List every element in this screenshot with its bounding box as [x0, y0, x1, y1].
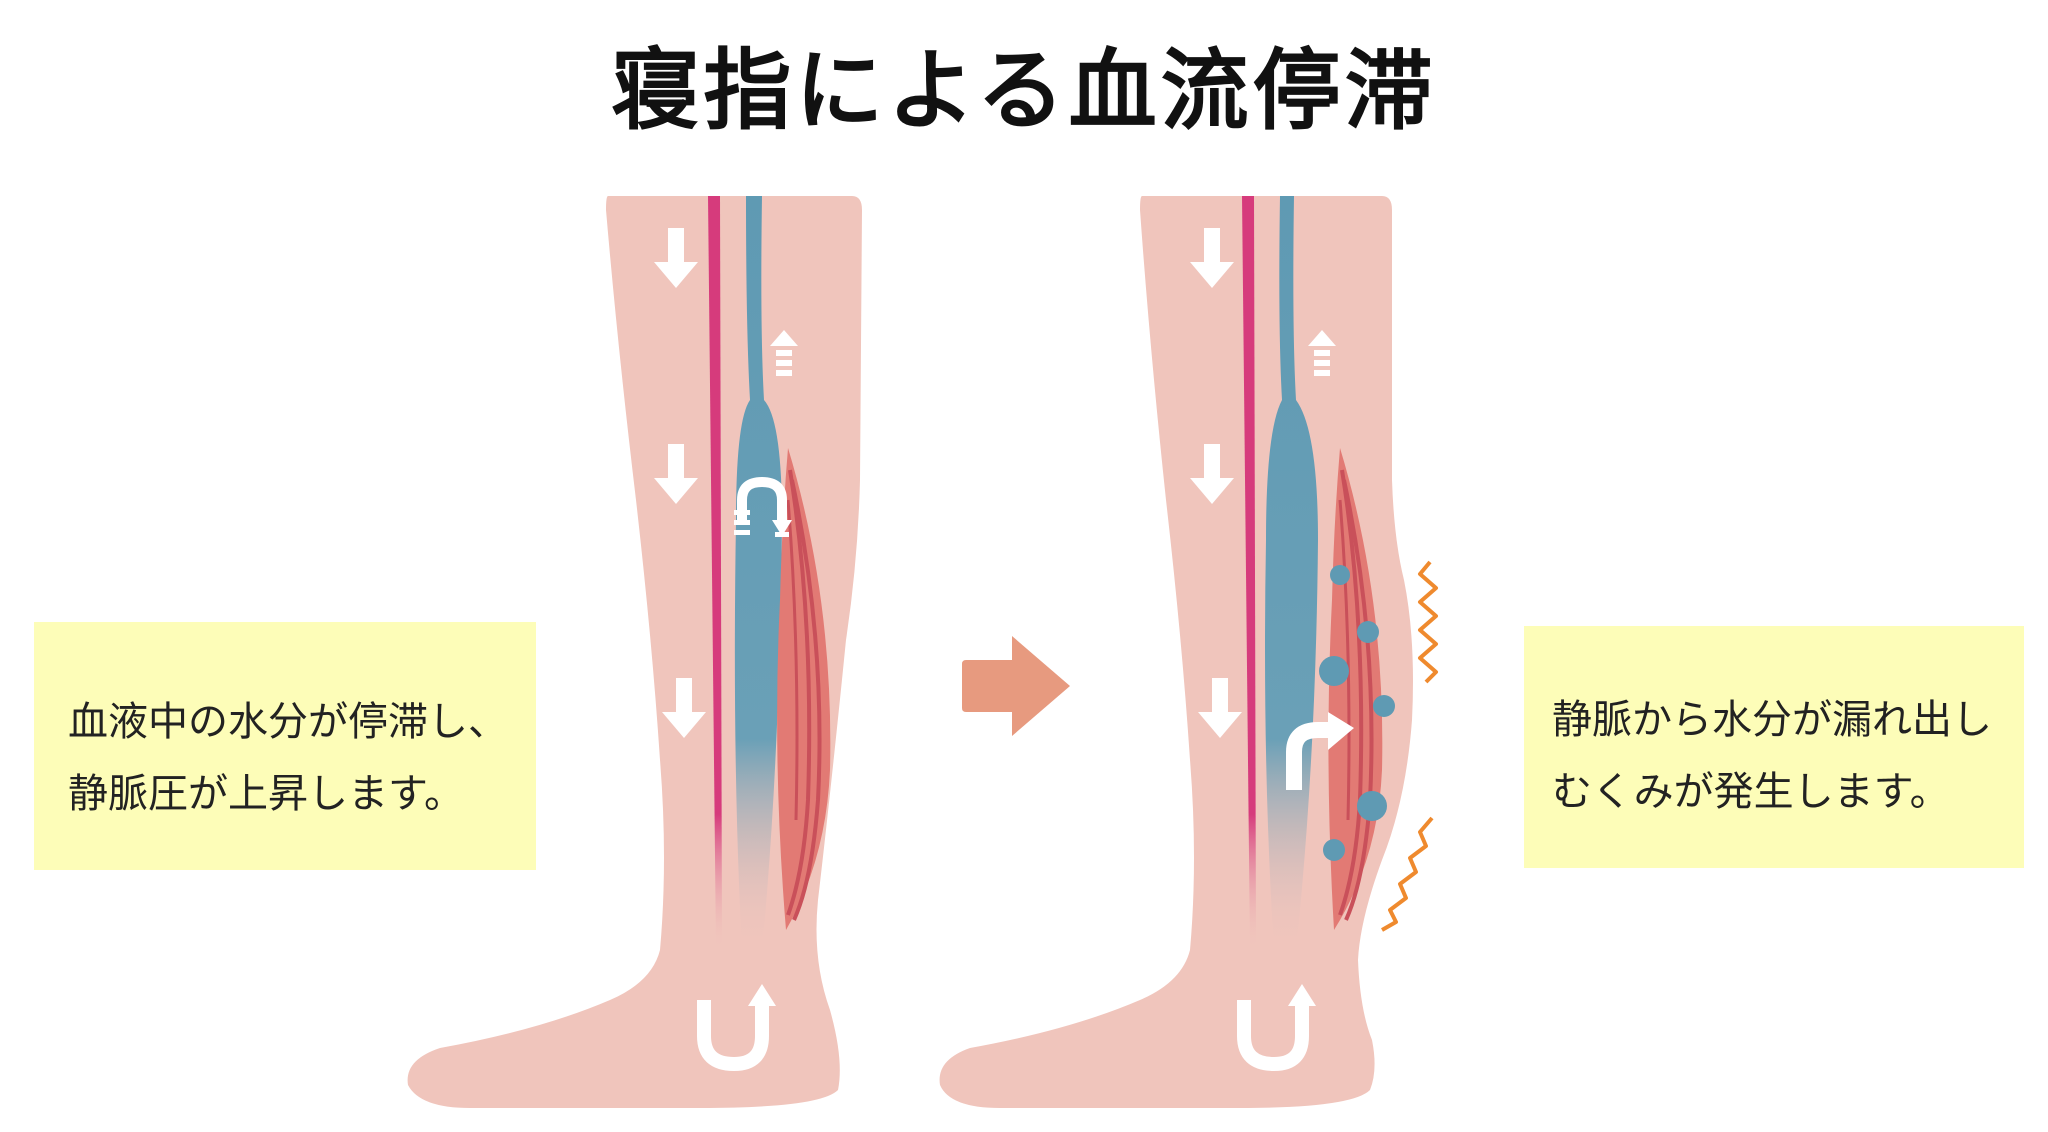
leaking-fluid-droplets — [1319, 565, 1395, 861]
note-line: 静脈から水分が漏れ出し — [1552, 697, 1992, 743]
stall-loop-arrow-icon — [734, 476, 792, 537]
calf-muscle — [777, 448, 831, 930]
right-leg — [939, 196, 1438, 1108]
left-leg — [407, 196, 862, 1108]
vein — [734, 196, 782, 950]
vein — [1265, 196, 1318, 950]
artery — [1242, 196, 1256, 950]
page-title: 寝指による血流停滞 — [611, 39, 1437, 142]
return-u-arrow-icon — [697, 984, 776, 1072]
weak-up-arrow-icon — [1308, 330, 1336, 376]
swelling-wave-icon — [1381, 816, 1434, 932]
weak-up-arrow-icon — [770, 330, 798, 376]
left-explanation-note: 血液中の水分が停滞し、 静脈圧が上昇します。 — [34, 622, 536, 870]
leak-arrow-icon — [1286, 712, 1354, 790]
swelling-wave-icon — [1418, 560, 1438, 684]
note-line: 血液中の水分が停滞し、 — [68, 699, 508, 745]
note-line: 静脈圧が上昇します。 — [68, 771, 464, 817]
transition-arrow-icon — [962, 636, 1070, 736]
return-u-arrow-icon — [1237, 984, 1316, 1072]
note-line: むくみが発生します。 — [1552, 769, 1950, 815]
artery — [708, 196, 722, 950]
right-explanation-note: 静脈から水分が漏れ出し むくみが発生します。 — [1524, 626, 2024, 868]
